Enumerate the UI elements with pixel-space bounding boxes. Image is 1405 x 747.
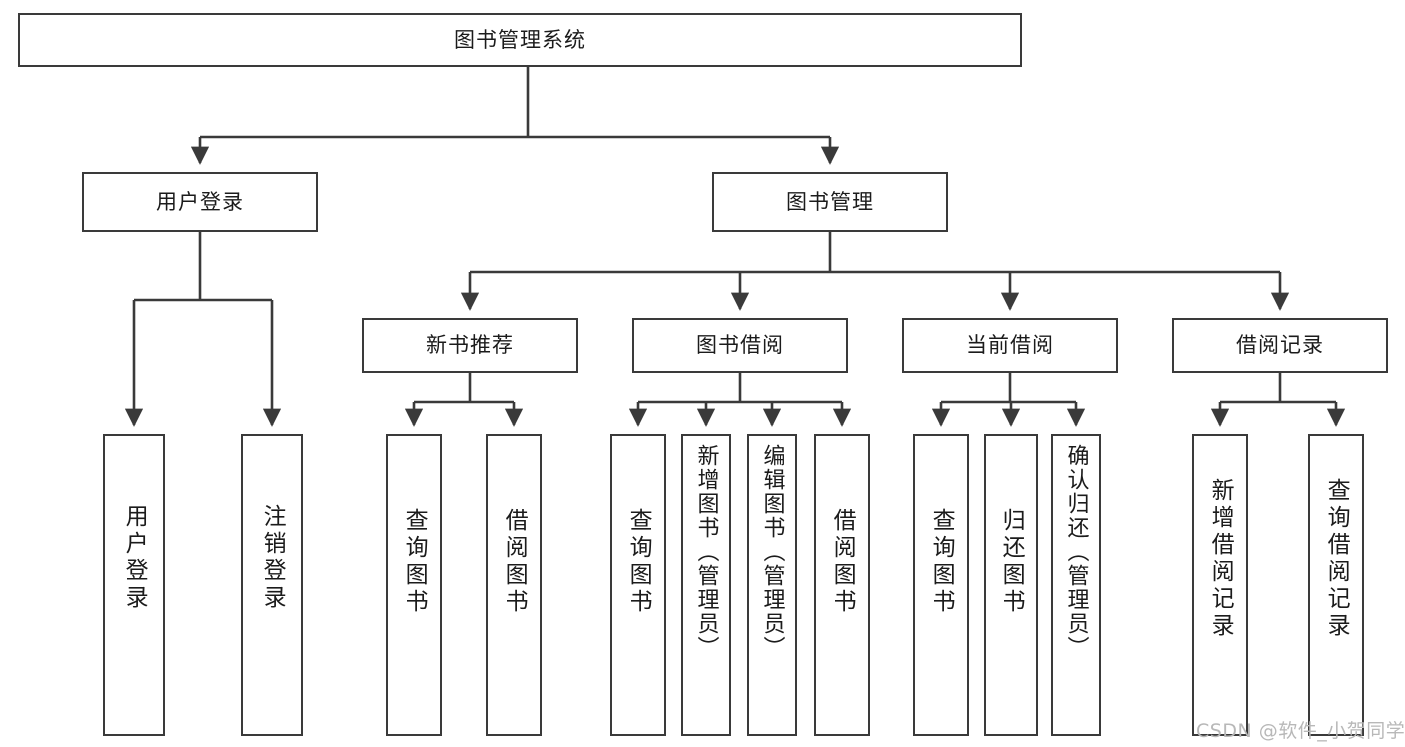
node-leaf-borrow-add-book-admin[interactable]: 新增图书（管理员）: [681, 434, 731, 736]
node-new-book-recommend[interactable]: 新书推荐: [362, 318, 578, 373]
node-leaf-user-logout[interactable]: 注销登录: [241, 434, 303, 736]
node-leaf-recommend-borrow-book-label: 借阅图书: [501, 508, 528, 616]
node-book-management[interactable]: 图书管理: [712, 172, 948, 232]
node-leaf-borrow-edit-book-admin[interactable]: 编辑图书（管理员）: [747, 434, 797, 736]
node-leaf-recommend-query-book-label: 查询图书: [401, 508, 428, 616]
node-book-borrow[interactable]: 图书借阅: [632, 318, 848, 373]
node-leaf-user-login-label: 用户登录: [121, 504, 148, 612]
node-leaf-recommend-query-book[interactable]: 查询图书: [386, 434, 442, 736]
node-leaf-user-logout-label: 注销登录: [259, 504, 286, 612]
node-new-book-recommend-label: 新书推荐: [426, 333, 514, 358]
node-leaf-current-return-book-label: 归还图书: [998, 508, 1025, 616]
node-borrow-record-label: 借阅记录: [1236, 333, 1324, 358]
node-leaf-recommend-borrow-book[interactable]: 借阅图书: [486, 434, 542, 736]
node-leaf-borrow-add-book-admin-label: 新增图书（管理员）: [693, 444, 719, 660]
node-current-borrow-label: 当前借阅: [966, 333, 1054, 358]
node-leaf-current-return-book[interactable]: 归还图书: [984, 434, 1038, 736]
csdn-watermark: CSDN @软件_小贺同学: [1196, 720, 1405, 742]
node-current-borrow[interactable]: 当前借阅: [902, 318, 1118, 373]
node-leaf-record-query[interactable]: 查询借阅记录: [1308, 434, 1364, 736]
node-leaf-record-add-label: 新增借阅记录: [1207, 478, 1234, 640]
node-leaf-record-query-label: 查询借阅记录: [1323, 478, 1350, 640]
node-user-login-group-label: 用户登录: [156, 189, 244, 214]
node-leaf-borrow-lend-book[interactable]: 借阅图书: [814, 434, 870, 736]
node-root[interactable]: 图书管理系统: [18, 13, 1022, 67]
node-root-label: 图书管理系统: [454, 27, 586, 52]
node-leaf-record-add[interactable]: 新增借阅记录: [1192, 434, 1248, 736]
node-leaf-borrow-query-book[interactable]: 查询图书: [610, 434, 666, 736]
node-leaf-current-query-book-label: 查询图书: [928, 508, 955, 616]
node-leaf-current-confirm-return-admin-label: 确认归还（管理员）: [1063, 444, 1089, 660]
node-book-borrow-label: 图书借阅: [696, 333, 784, 358]
node-leaf-borrow-query-book-label: 查询图书: [625, 508, 652, 616]
node-leaf-borrow-lend-book-label: 借阅图书: [829, 508, 856, 616]
node-leaf-borrow-edit-book-admin-label: 编辑图书（管理员）: [759, 444, 785, 660]
node-book-management-label: 图书管理: [786, 189, 874, 214]
node-borrow-record[interactable]: 借阅记录: [1172, 318, 1388, 373]
node-leaf-user-login[interactable]: 用户登录: [103, 434, 165, 736]
node-user-login-group[interactable]: 用户登录: [82, 172, 318, 232]
node-leaf-current-confirm-return-admin[interactable]: 确认归还（管理员）: [1051, 434, 1101, 736]
node-leaf-current-query-book[interactable]: 查询图书: [913, 434, 969, 736]
